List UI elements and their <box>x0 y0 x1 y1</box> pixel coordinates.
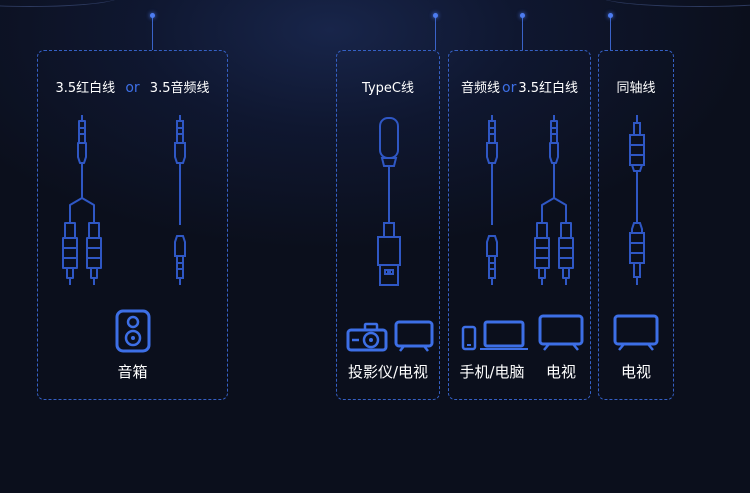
device-label: 投影仪/电视 <box>347 363 429 381</box>
connector-line <box>435 15 436 50</box>
cable-name: 3.5红白线 <box>518 81 579 96</box>
tv-icon <box>394 320 434 352</box>
rca-split-cable-icon <box>62 115 102 285</box>
typec-cable-icon <box>377 117 401 286</box>
tv-icon <box>613 314 659 351</box>
connector-dot <box>608 13 613 18</box>
top-arc-right <box>600 0 750 7</box>
tv-icon <box>538 314 584 351</box>
connector-dot <box>433 13 438 18</box>
audio-cable-icon <box>486 115 498 285</box>
connector-line <box>610 15 611 50</box>
connector-dot <box>520 13 525 18</box>
speaker-icon <box>115 309 151 353</box>
cable-name: 3.5音频线 <box>149 81 210 96</box>
panel-speaker-cable-label: 3.5红白线 or 3.5音频线 <box>37 77 228 96</box>
panel-speaker <box>37 50 228 400</box>
projector-icon <box>346 322 388 352</box>
panel-coax-cable-label: 同轴线 <box>616 81 656 96</box>
panel-coax <box>598 50 674 400</box>
panel-projector-cable-label: TypeC线 <box>362 81 414 96</box>
or-separator: or <box>502 80 517 96</box>
device-label: 音箱 <box>117 363 148 381</box>
device-label: 电视 <box>620 363 651 381</box>
laptop-icon <box>480 320 528 350</box>
connector-line <box>152 15 153 50</box>
panel-phone <box>448 50 591 400</box>
cable-name: 3.5红白线 <box>55 81 116 96</box>
cable-name: 音频线 <box>460 81 500 96</box>
top-arc-left <box>0 0 120 7</box>
device-label: 电视 <box>545 363 576 381</box>
panel-projector <box>336 50 440 400</box>
phone-icon <box>461 325 477 351</box>
or-separator: or <box>125 80 140 96</box>
coax-cable-icon <box>629 115 645 285</box>
audio-cable-icon <box>174 115 186 285</box>
device-label: 手机/电脑 <box>459 363 525 381</box>
rca-split-cable-icon <box>534 115 574 285</box>
connector-dot <box>150 13 155 18</box>
connector-line <box>522 15 523 50</box>
